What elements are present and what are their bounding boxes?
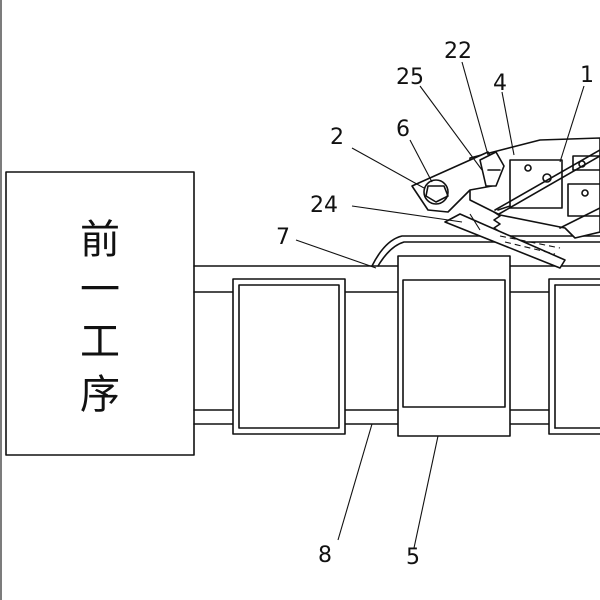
leader-5: [413, 435, 439, 549]
housing-hole: [524, 164, 532, 172]
label-5: 5: [406, 545, 420, 570]
previous-process-char-4: 序: [80, 372, 120, 418]
leader-7: [295, 239, 377, 269]
leader-24: [351, 205, 463, 223]
guide-plate-inner: [377, 241, 600, 267]
block-center-inner: [402, 279, 506, 408]
label-2: 2: [330, 125, 344, 150]
leader-8: [337, 423, 373, 541]
previous-process-char-2: 一: [80, 267, 120, 313]
label-7: 7: [276, 225, 290, 250]
housing-strut: [559, 207, 600, 229]
swing-arm: [411, 151, 505, 213]
previous-process-char-1: 前: [80, 217, 120, 263]
previous-process-box: 前 一 工 序: [5, 171, 195, 456]
label-1: 1: [580, 63, 594, 88]
leader-25: [419, 85, 483, 171]
leader-2: [351, 147, 425, 189]
label-25: 25: [396, 65, 424, 90]
label-22: 22: [444, 39, 472, 64]
actuator-rod: [494, 149, 600, 211]
pusher-motion-trace: [499, 235, 561, 255]
block-center: [397, 255, 511, 437]
pusher-blade: [444, 213, 566, 269]
leader-lines: [295, 61, 585, 549]
spring-top-mount: [497, 205, 511, 211]
actuator-rod-edge: [498, 155, 600, 215]
housing-side-pin: [581, 189, 589, 197]
label-8: 8: [318, 543, 332, 568]
label-24: 24: [310, 193, 338, 218]
pusher-tab: [469, 213, 481, 231]
pivot-nut: [425, 185, 449, 203]
guide-plate: [371, 235, 600, 267]
label-6: 6: [396, 117, 410, 142]
leader-1: [559, 85, 585, 163]
block-left: [232, 278, 346, 435]
previous-process-char-3: 工: [80, 319, 120, 365]
leader-22: [461, 61, 489, 156]
label-4: 4: [493, 71, 507, 96]
leader-6: [409, 139, 433, 183]
housing-block: [509, 159, 563, 209]
reference-labels: 22 25 4 1 2 6 24 7 8 5: [276, 39, 594, 570]
latch-hook: [479, 151, 505, 187]
block-right: [548, 278, 600, 435]
previous-process-frame: [5, 171, 195, 456]
block-left-inner: [238, 284, 340, 429]
conveyor-blocks: [232, 255, 600, 437]
leader-4: [501, 91, 515, 156]
